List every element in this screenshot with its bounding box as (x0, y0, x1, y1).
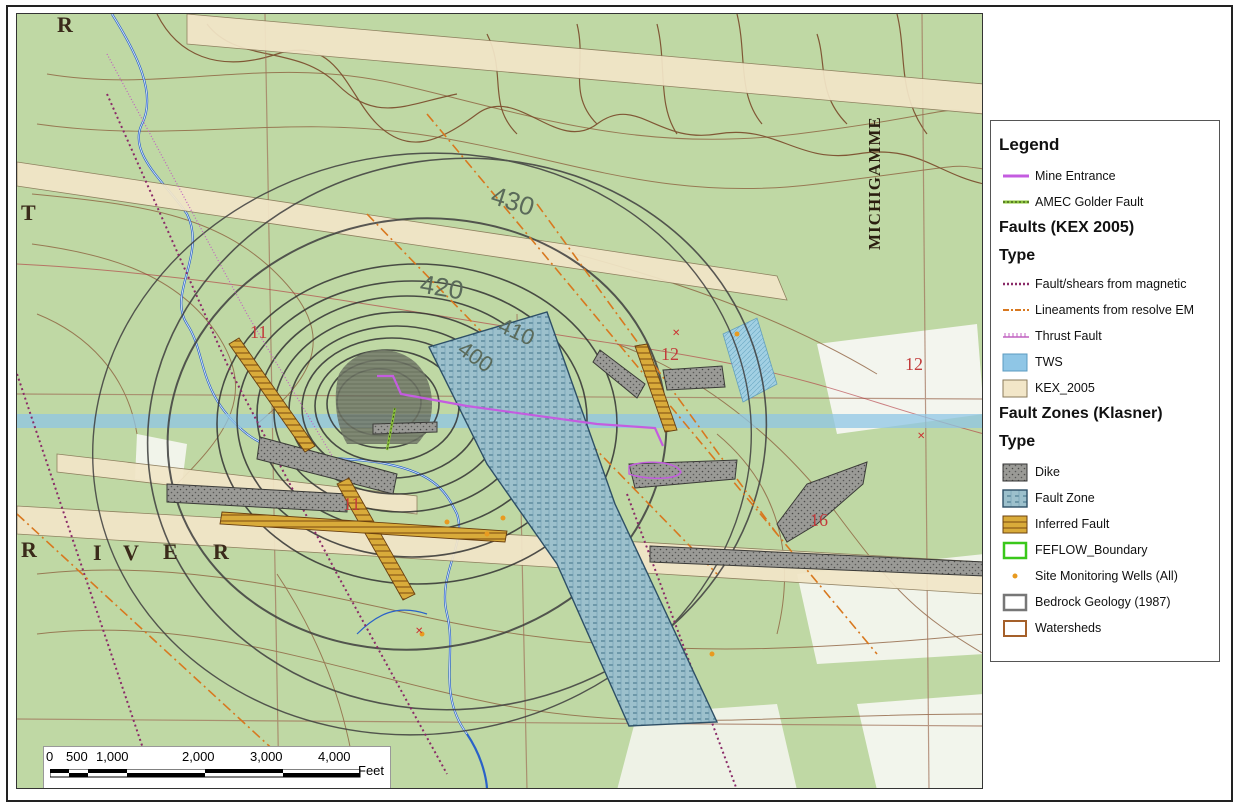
township-label-r: R (57, 13, 73, 37)
fill-gray-stipple-icon (1002, 463, 1028, 482)
svg-text:11: 11 (343, 494, 360, 514)
svg-text:11: 11 (250, 322, 267, 342)
river-label-i: I (93, 540, 102, 565)
legend-item-monitoring-wells: Site Monitoring Wells (All) (999, 565, 1219, 589)
legend-item-bedrock-geology: Bedrock Geology (1987) (999, 591, 1219, 615)
legend-item-mine-entrance: Mine Entrance (999, 165, 1219, 189)
river-label-r2: R (213, 539, 229, 564)
outline-brown-icon (1003, 620, 1027, 637)
map-legend: Legend Mine Entrance AMEC Golder Fault F… (990, 120, 1220, 662)
outline-gray-icon (1002, 593, 1028, 612)
legend-item-feflow-boundary: FEFLOW_Boundary (999, 539, 1219, 563)
svg-text:✕: ✕ (672, 328, 680, 339)
legend-item-watersheds: Watersheds (999, 617, 1219, 641)
scale-bar-graphic (50, 769, 361, 778)
legend-item-lineaments: Lineaments from resolve EM (999, 299, 1219, 323)
fill-beige-icon (1002, 379, 1028, 398)
legend-item-fault-zone: Fault Zone (999, 487, 1219, 511)
legend-item-tws: TWS (999, 351, 1219, 375)
legend-item-amec-golder-fault: AMEC Golder Fault (999, 191, 1219, 215)
scale-unit: Feet (358, 763, 385, 778)
legend-item-inferred-fault: Inferred Fault (999, 513, 1219, 537)
legend-title: Legend (999, 135, 1060, 154)
dotted-maroon-icon (1003, 282, 1029, 286)
river-label-v: V (123, 540, 139, 565)
fill-lightblue-icon (1002, 353, 1028, 372)
outline-green-icon (1002, 541, 1028, 560)
svg-text:12: 12 (661, 344, 679, 364)
scale-tick-3000: 3,000 (250, 749, 283, 764)
legend-item-dike: Dike (999, 461, 1219, 485)
map-view[interactable]: ✕ ✕ ✕ 12 12 11 11 16 R T R I V E R MICHIG… (16, 13, 983, 789)
river-label-e: E (163, 539, 178, 564)
legend-heading-fault-zones: Fault Zones (Klasner) (999, 405, 1163, 422)
scale-tick-2000: 2,000 (182, 749, 215, 764)
legend-heading-faults-kex: Faults (KEX 2005) (999, 219, 1135, 236)
scale-bar: 0 500 1,000 2,000 3,000 4,000 Feet (43, 746, 391, 788)
fill-blue-hatch-icon (1002, 489, 1028, 508)
map-canvas: ✕ ✕ ✕ 12 12 11 11 16 (17, 14, 982, 788)
svg-text:16: 16 (810, 510, 828, 530)
scale-tick-0: 0 (46, 749, 54, 764)
line-green-dashed-icon (1003, 200, 1029, 204)
legend-heading-type-1: Type (999, 247, 1036, 264)
legend-item-thrust-fault: Thrust Fault (999, 325, 1219, 349)
fill-orange-hatch-icon (1002, 515, 1028, 534)
svg-text:✕: ✕ (917, 431, 925, 442)
dot-orange-icon (1012, 573, 1018, 579)
tick-magenta-icon (1003, 333, 1029, 338)
line-violet-icon (1003, 174, 1029, 178)
scale-tick-500: 500 (66, 749, 88, 764)
svg-text:12: 12 (905, 354, 923, 374)
legend-heading-type-2: Type (999, 433, 1036, 450)
legend-item-fault-magnetic: Fault/shears from magnetic (999, 273, 1219, 297)
dashdot-orange-icon (1003, 309, 1029, 311)
legend-item-kex-2005: KEX_2005 (999, 377, 1219, 401)
scale-tick-4000: 4,000 (318, 749, 351, 764)
svg-text:✕: ✕ (415, 626, 423, 637)
township-label-t: T (21, 200, 36, 225)
river-label-r1: R (21, 537, 39, 562)
place-label-michigamme: MICHIGAMME (865, 116, 884, 250)
scale-tick-1000: 1,000 (96, 749, 129, 764)
